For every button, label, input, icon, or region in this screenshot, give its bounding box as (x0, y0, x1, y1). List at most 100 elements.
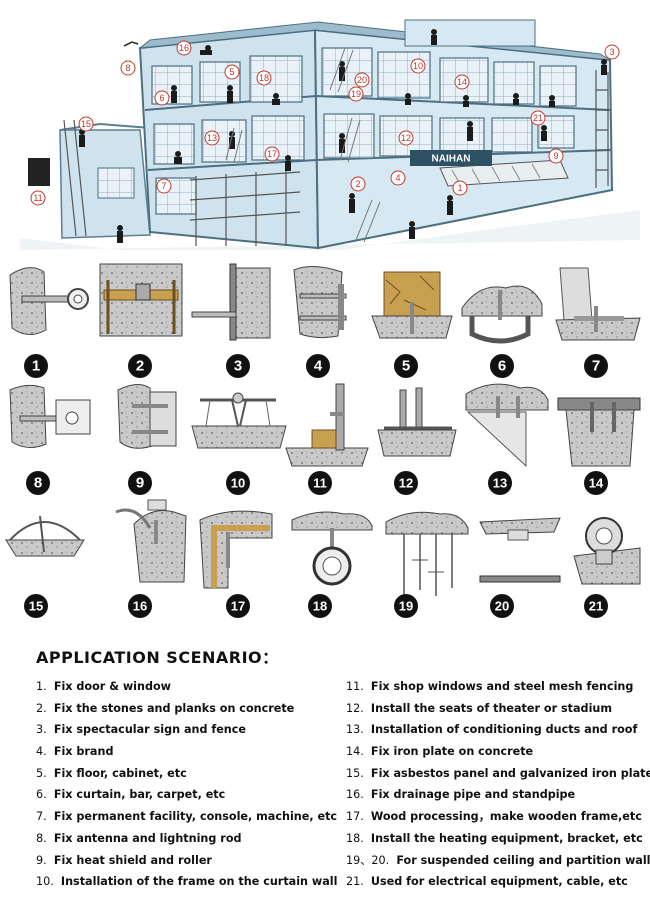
number-badge-8: 8 (26, 471, 50, 495)
building-scene: NAIHAN (20, 19, 640, 250)
number-badge-3: 3 (226, 354, 250, 378)
section-title: APPLICATION SCENARIO： (36, 648, 279, 667)
building-marker: 16 (176, 40, 192, 56)
svg-text:1: 1 (457, 183, 462, 193)
svg-text:9: 9 (136, 475, 144, 492)
scenario-item: 12. Install the seats of theater or stad… (346, 701, 613, 715)
scenario-item: 3. Fix spectacular sign and fence (36, 723, 246, 737)
anchor-diagram-2 (99, 263, 183, 337)
scenario-item: 19、20. For suspended ceiling and partiti… (346, 853, 650, 867)
anchor-diagram-14 (557, 397, 641, 467)
svg-text:19: 19 (399, 599, 413, 614)
number-badge-9: 9 (128, 471, 152, 495)
storefront-sign: NAIHAN (432, 154, 471, 165)
svg-text:6: 6 (159, 93, 164, 103)
svg-text:5: 5 (402, 358, 410, 375)
svg-text:8: 8 (34, 475, 42, 492)
svg-text:15: 15 (29, 599, 43, 614)
scenario-item: 7. Fix permanent facility, console, mach… (36, 810, 338, 824)
building-marker: 1 (452, 180, 468, 196)
svg-text:17: 17 (231, 599, 245, 614)
scenario-item: 13. Installation of conditioning ducts a… (346, 723, 638, 737)
svg-text:12: 12 (401, 133, 411, 143)
svg-text:16: 16 (133, 599, 147, 614)
number-badge-20: 20 (490, 594, 514, 618)
scenario-item: 21. Used for electrical equipment, cable… (346, 875, 628, 889)
anchor-diagram-19 (385, 511, 469, 596)
anchor-diagram-6 (461, 285, 543, 344)
scenario-item: 11. Fix shop windows and steel mesh fenc… (346, 680, 634, 693)
svg-text:12: 12 (399, 476, 413, 491)
building-marker: 3 (604, 44, 620, 60)
anchor-diagram-4 (293, 266, 347, 339)
svg-text:21: 21 (589, 599, 603, 614)
number-badge-6: 6 (490, 354, 514, 378)
building-marker: 2 (350, 176, 366, 192)
scenario-item: 2. Fix the stones and planks on concrete (36, 701, 295, 715)
building-markers: 1 2 3 4 5 6 7 8 9 10 11 12 13 14 15 16 1… (30, 40, 620, 206)
scenario-item: 17. Wood processing，make wooden frame,et… (346, 810, 642, 824)
illustration: NAIHAN (5, 19, 641, 618)
svg-text:2: 2 (136, 358, 144, 375)
scenario-item: 10. Installation of the frame on the cur… (36, 875, 338, 889)
building-marker: 18 (256, 70, 272, 86)
svg-text:2: 2 (355, 179, 360, 189)
building-marker: 20 (354, 72, 370, 88)
anchor-diagram-3 (191, 263, 271, 341)
building-marker: 7 (156, 178, 172, 194)
anchor-diagram-10 (191, 392, 287, 449)
svg-text:14: 14 (457, 77, 467, 87)
svg-text:10: 10 (413, 61, 423, 71)
building-marker: 6 (154, 90, 170, 106)
svg-text:21: 21 (533, 113, 543, 123)
svg-text:3: 3 (609, 47, 614, 57)
svg-text:6: 6 (498, 358, 506, 375)
scenario-item: 6. Fix curtain, bar, carpet, etc (36, 788, 226, 802)
number-badge-21: 21 (584, 594, 608, 618)
scenario-item: 8. Fix antenna and lightning rod (36, 831, 242, 845)
scenario-item: 14. Fix iron plate on concrete (346, 745, 534, 759)
number-badge-12: 12 (394, 471, 418, 495)
anchor-diagram-16 (115, 499, 187, 583)
scenario-item: 18. Install the heating equipment, brack… (346, 831, 643, 845)
svg-text:13: 13 (207, 133, 217, 143)
svg-text:8: 8 (125, 63, 130, 73)
anchor-diagram-20 (479, 517, 561, 583)
anchor-diagram-17 (199, 510, 273, 589)
svg-text:17: 17 (267, 149, 277, 159)
building-marker: 15 (78, 116, 94, 132)
number-badge-5: 5 (394, 354, 418, 378)
building-marker: 19 (348, 86, 364, 102)
number-badge-10: 10 (226, 471, 250, 495)
svg-text:18: 18 (313, 599, 327, 614)
svg-text:19: 19 (351, 89, 361, 99)
number-badge-13: 13 (488, 471, 512, 495)
number-badge-4: 4 (306, 354, 330, 378)
anchor-diagram-1 (9, 267, 89, 335)
scenario-list-left: 1. Fix door & window 2. Fix the stones a… (36, 676, 338, 893)
anchor-diagram-11 (285, 383, 369, 467)
building-marker: 8 (120, 60, 136, 76)
anchor-diagram-18 (291, 511, 373, 586)
anchor-diagram-8 (9, 384, 91, 448)
svg-text:4: 4 (395, 173, 400, 183)
building-marker: 12 (398, 130, 414, 146)
scenario-list-right: 11. Fix shop windows and steel mesh fenc… (346, 676, 650, 893)
anchor-diagram-13 (465, 383, 549, 468)
svg-text:20: 20 (357, 75, 367, 85)
scenario-item: 4. Fix brand (36, 745, 114, 759)
svg-text:20: 20 (495, 599, 509, 614)
number-badge-18: 18 (308, 594, 332, 618)
svg-text:1: 1 (32, 358, 40, 375)
scenario-item: 15. Fix asbestos panel and galvanized ir… (346, 766, 650, 780)
number-badge-19: 19 (394, 594, 418, 618)
building-marker: 9 (548, 148, 564, 164)
svg-text:7: 7 (161, 181, 166, 191)
svg-text:18: 18 (259, 73, 269, 83)
svg-text:7: 7 (592, 358, 600, 375)
building-marker: 10 (410, 58, 426, 74)
svg-text:10: 10 (231, 476, 245, 491)
svg-text:11: 11 (33, 193, 42, 203)
number-badge-1: 1 (24, 354, 48, 378)
scenario-item: 16. Fix drainage pipe and standpipe (346, 788, 576, 802)
